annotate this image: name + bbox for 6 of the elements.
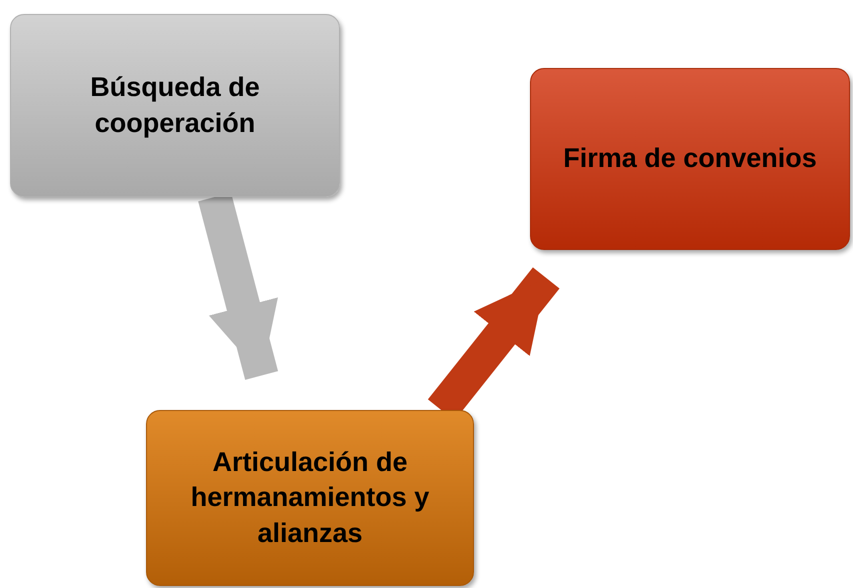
box-label: Firma de convenios xyxy=(563,142,817,176)
process-box xyxy=(10,14,340,197)
box-label: Búsqueda de cooperación xyxy=(89,71,261,140)
process-box xyxy=(146,410,474,586)
process-box xyxy=(530,68,850,250)
box-label: Articulación de hermanamientos y alianzas xyxy=(190,446,430,550)
